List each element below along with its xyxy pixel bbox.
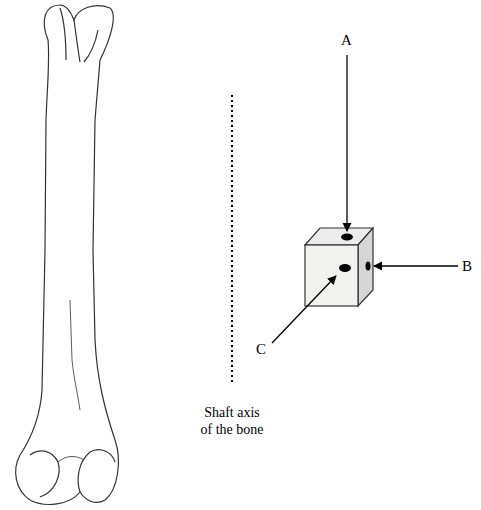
femur-bone: [16, 5, 119, 504]
direction-arrows: [272, 55, 458, 343]
shaft-axis-line: [231, 95, 233, 385]
direction-label: C: [256, 340, 266, 358]
axis-label: Shaft axis of the bone: [199, 405, 265, 439]
direction-label: B: [462, 257, 472, 275]
cube: [305, 228, 373, 306]
direction-label: A: [341, 31, 352, 49]
